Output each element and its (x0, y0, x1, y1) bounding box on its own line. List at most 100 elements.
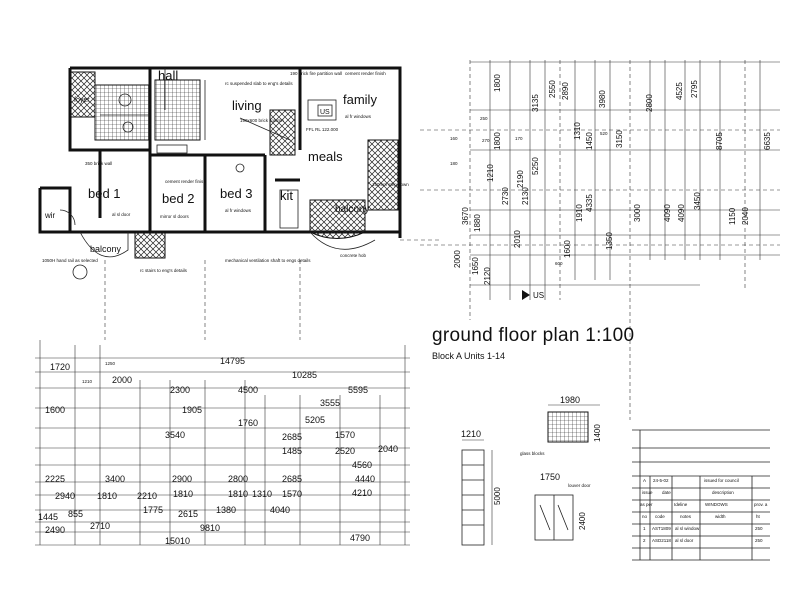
dim-right: 180 (450, 161, 458, 166)
balcony-curve-hatch (309, 199, 366, 239)
dim-bottom: 2520 (335, 446, 355, 456)
plan-hatched-areas (69, 71, 399, 259)
plan-subtitle: Block A Units 1-14 (432, 351, 506, 361)
schedule-col-notes: notes (680, 514, 692, 519)
door-detail: 1750 2400 louver door (534, 472, 591, 541)
schedule-row-code: ASD2118 (652, 538, 671, 543)
dim-right: 2800 (645, 94, 654, 112)
dim-right: 600 (555, 261, 563, 266)
room-label-living: living (232, 98, 262, 113)
note-vent-shaft: mechanical ventilation shaft to engs det… (225, 258, 311, 263)
dim-right: 2550 (548, 80, 557, 98)
note-fire-wall: 190 brick fire partition wall (290, 71, 342, 76)
dim-bottom: 2040 (378, 444, 398, 454)
schedule-header-date: date (662, 490, 671, 495)
dim-bottom: 2685 (282, 474, 302, 484)
room-label-meals: meals (308, 149, 343, 164)
schedule-row-code: AST1809 (652, 526, 671, 531)
note-ffl: FFL RL 122.000 (306, 127, 339, 132)
window-detail-width: 1210 (461, 429, 481, 439)
dim-bottom: 2225 (45, 474, 65, 484)
dim-right: 1880 (473, 214, 482, 232)
ensuite-tiles (154, 79, 201, 141)
dim-bottom: 3555 (320, 398, 340, 408)
glass-block-note: glass blocks (520, 451, 545, 456)
us-tag-label: US (320, 109, 330, 116)
grid-lines (104, 60, 780, 420)
dim-right: 170 (515, 136, 523, 141)
dim-bottom: 5205 (305, 415, 325, 425)
schedule-col-width: width (715, 514, 726, 519)
dim-bottom: 1905 (182, 405, 202, 415)
dim-bottom: 2300 (170, 385, 190, 395)
balcony-hatch (367, 139, 399, 211)
dim-right: 250 (480, 116, 488, 121)
dim-bottom: 4210 (352, 488, 372, 498)
glass-block-width: 1980 (560, 395, 580, 405)
dim-bottom: 4040 (270, 505, 290, 515)
dim-right: 1350 (605, 232, 614, 250)
schedule-sub-as-per: as per (640, 502, 653, 507)
dim-bottom: 9810 (200, 523, 220, 533)
revision-description: issued for council (704, 478, 739, 483)
schedule-sub-ideline: Ideline (674, 502, 688, 507)
plan-title: ground floor plan 1:100 (432, 325, 635, 346)
revision-date: 24-5-02 (653, 478, 669, 483)
note-step-down: 150mm step down (372, 182, 409, 187)
plan-title-block: ground floor plan 1:100 Block A Units 1-… (432, 325, 732, 361)
dim-bottom: 2710 (90, 521, 110, 531)
schedule-header-issue: issue (642, 490, 653, 495)
dim-right: 520 (600, 131, 608, 136)
dim-bottom: 2000 (112, 375, 132, 385)
note-render-top: cement render finish (345, 71, 386, 76)
note-suspended-slab: rc suspended slab to eng's details (225, 81, 293, 86)
dim-bottom: 1570 (282, 489, 302, 499)
dim-bottom: 1380 (216, 505, 236, 515)
dim-right: 1910 (575, 204, 584, 222)
schedule-table: A 24-5-02 issued for council issue date … (632, 429, 770, 561)
schedule-row-notes: al sl door (675, 538, 694, 543)
dim-bottom: 4790 (350, 533, 370, 543)
dim-right: 1310 (573, 122, 582, 140)
dim-right: 160 (450, 136, 458, 141)
dim-bottom: 1810 (97, 491, 117, 501)
dim-bottom: 1250 (105, 361, 116, 366)
dim-bottom: 4440 (355, 474, 375, 484)
dim-right: 3150 (615, 130, 624, 148)
dim-right: 1600 (563, 240, 572, 258)
dim-bottom: 4500 (238, 385, 258, 395)
dim-bottom: 1600 (45, 405, 65, 415)
dim-bottom: 1570 (335, 430, 355, 440)
dim-bottom: 10285 (292, 370, 317, 380)
note-hand-rail: 1050H hand rail as selected (42, 258, 98, 263)
dim-bottom: 2800 (228, 474, 248, 484)
dim-bottom: 2490 (45, 525, 65, 535)
dim-right: 1450 (585, 132, 594, 150)
dim-right: 3980 (598, 90, 607, 108)
dimension-labels-right: 1800 1800 3135 2550 3980 2890 2800 4525 … (450, 74, 772, 285)
dim-right: 4090 (663, 204, 672, 222)
bathroom-tiles (94, 84, 151, 141)
dim-bottom: 1485 (282, 446, 302, 456)
dim-bottom: 2940 (55, 491, 75, 501)
schedule-row-ht: 250 (755, 526, 763, 531)
dim-bottom: 1720 (50, 362, 70, 372)
dim-right: 4335 (585, 194, 594, 212)
dim-bottom: 1810 (173, 489, 193, 499)
dim-right: 1800 (493, 74, 502, 92)
note-sl-door: al sl door (112, 212, 131, 217)
stair-down-hatch (134, 231, 166, 259)
dim-bottom: 1775 (143, 505, 163, 515)
schedule-sub-prov: prov. a (754, 502, 768, 507)
dim-right: 8705 (715, 132, 724, 150)
room-labels: hall living family meals kit bed 1 bed 2… (44, 68, 377, 254)
dim-bottom: 2900 (172, 474, 192, 484)
dim-right: 1210 (486, 164, 495, 182)
note-fr-windows: al fr windows (225, 208, 252, 213)
schedule-row-no: 1 (643, 526, 646, 531)
dimension-labels-bottom: 14795 10285 5595 4500 2300 1250 1720 200… (38, 356, 398, 546)
dim-bottom: 855 (68, 509, 83, 519)
dim-right: 2000 (453, 250, 462, 268)
room-label-foyer: foyer (74, 97, 90, 104)
